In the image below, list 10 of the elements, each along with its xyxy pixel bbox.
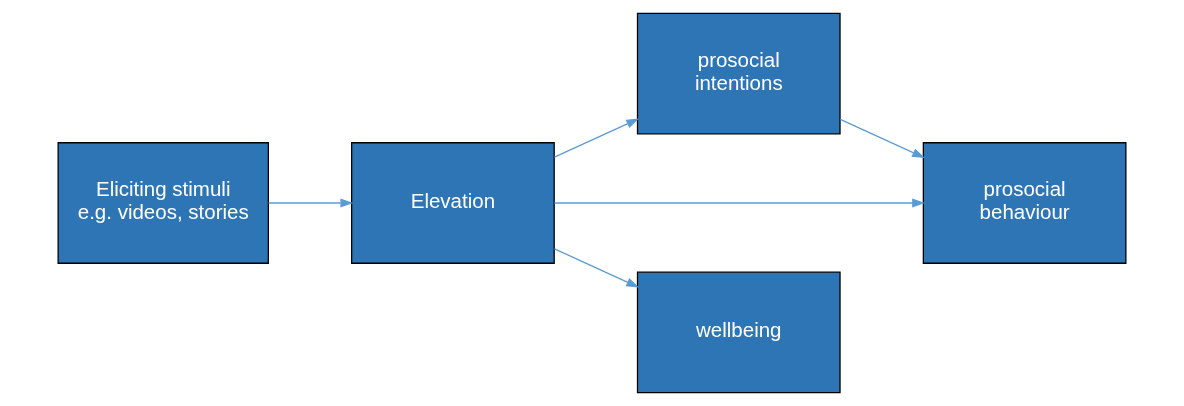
arrow (553, 118, 640, 158)
arrow (839, 118, 925, 159)
node-box: prosocial intentions (636, 12, 841, 135)
node-box: Elevation (351, 142, 555, 264)
arrow (553, 198, 925, 208)
arrow (553, 248, 640, 288)
node-box: Eliciting stimuli e.g. videos, stories (57, 142, 269, 264)
node-box: wellbeing (636, 271, 841, 394)
arrow (267, 198, 354, 208)
node-box: prosocial behaviour (922, 142, 1127, 264)
